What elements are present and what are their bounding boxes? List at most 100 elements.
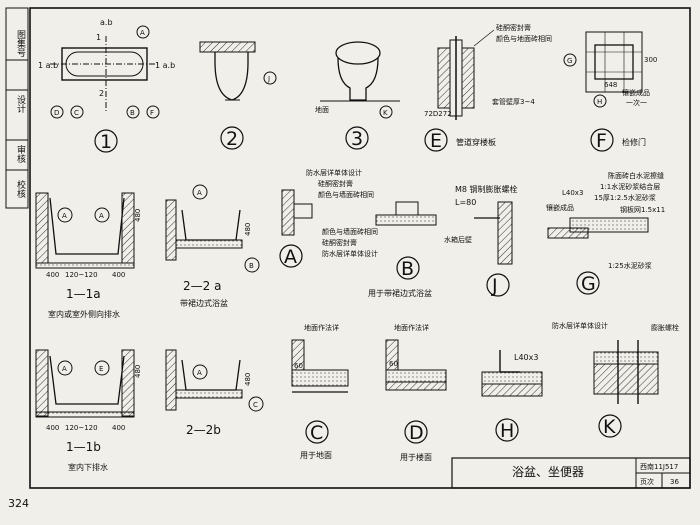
- sidebar-item-sheji: 设计: [15, 95, 26, 114]
- detail-b-caption: 用于带裙边式浴盆: [368, 288, 432, 298]
- sec1a-dim-h: 480: [134, 209, 142, 222]
- detail-h-note1: L40x3: [514, 353, 538, 362]
- section-1-1b: A E 480 400 120~120 400 1—1b 室内下排水: [35, 349, 142, 472]
- title-block-atlas: 西南11J517: [640, 462, 678, 471]
- sec2a-title: 2—2 a: [183, 279, 221, 293]
- fig1-dim-left: 1 a.b: [38, 61, 58, 70]
- detail-c-caption: 用于地面: [300, 450, 332, 460]
- detail-b-note3: 防水层详单体设计: [322, 249, 378, 258]
- sidebar-item-tujihao: 图集号: [15, 30, 26, 58]
- detail-c: 地面作法详 60 C 用于地面: [291, 323, 349, 460]
- detail-g-note3: 陈面砖白水泥擦缝: [608, 171, 664, 180]
- detail-j-note2: L=80: [455, 198, 476, 207]
- title-block-page-value: 36: [670, 478, 679, 486]
- sec2a-marker-a: A: [197, 189, 202, 197]
- fig1-marker-f: F: [150, 109, 154, 117]
- fig3-floor-label: 地面: [315, 105, 329, 114]
- sec2a-caption: 带裙边式浴盆: [180, 298, 228, 308]
- fig3-marker-k: K: [383, 109, 388, 117]
- figure-3-toilet-side: 地面 K 3: [315, 41, 400, 150]
- detail-h-letter: H: [500, 420, 514, 442]
- fig1-marker-c: C: [74, 109, 79, 117]
- figure-1-bathtub-plan: a.b 1 2 1 a.b 1 a.b A D C B F 1: [38, 18, 175, 153]
- sec1a-caption: 室内或室外侧向排水: [48, 309, 120, 319]
- sec1b-dim-h: 480: [134, 365, 142, 378]
- section-2-2b: A C 480 2—2b: [165, 349, 264, 437]
- sidebar-item-shenhe: 审核: [15, 144, 26, 164]
- detail-j-letter: J: [491, 275, 498, 297]
- detail-c-letter: C: [310, 422, 323, 444]
- sec2b-marker-a: A: [197, 369, 202, 377]
- fig1-marker-a: A: [140, 29, 145, 37]
- detail-g-letter: G: [581, 273, 596, 295]
- detail-k: 防水层详单体设计 膨胀螺栓 K: [552, 321, 679, 438]
- detail-g-note5: 15厚1:2.5水泥砂浆: [594, 193, 656, 202]
- fig2-number: 2: [226, 128, 238, 150]
- fig1-dim-2: 2: [99, 89, 104, 98]
- sec1b-dim-right: 400: [112, 424, 125, 432]
- fig1-dim-ab: a.b: [100, 18, 113, 27]
- detail-e-note3: 套管壁厚3~4: [492, 97, 535, 106]
- detail-f-dim2: 648: [604, 81, 617, 89]
- figure-2-toilet: J 2: [199, 41, 277, 150]
- fig1-dim-1: 1: [96, 33, 101, 42]
- detail-e-pipe-through-slab: 硅酮密封膏 颜色与地面砖相同 套管壁厚3~4 72D272 E 管道穿楼板: [424, 23, 552, 152]
- detail-a: 防水层详单体设计 硅酮密封膏 颜色与墙面砖相同 A: [279, 168, 374, 268]
- detail-d-letter: D: [409, 422, 424, 444]
- sidebar: 校核 审核 设计 图集号: [5, 7, 29, 209]
- sec2b-marker-c: C: [253, 401, 258, 409]
- detail-b-letter: B: [401, 258, 414, 280]
- detail-b: 颜色与墙面砖相同 硅酮密封膏 防水层详单体设计 B 用于带裙边式浴盆: [322, 201, 437, 298]
- detail-k-note2: 膨胀螺栓: [651, 323, 679, 332]
- sec1a-marker-a2: A: [99, 212, 104, 220]
- sec1a-dim-right: 400: [112, 271, 125, 279]
- detail-e-letter: E: [430, 130, 442, 152]
- title-block-page-label: 页次: [640, 477, 654, 486]
- detail-f-caption: 检修门: [622, 137, 646, 147]
- detail-d-caption: 用于楼面: [400, 452, 432, 462]
- title-block-title: 浴盆、坐便器: [512, 465, 584, 479]
- fig2-marker-j: J: [267, 75, 270, 83]
- detail-k-letter: K: [603, 416, 616, 438]
- sec1a-dim-mid: 120~120: [65, 271, 98, 279]
- sec1b-dim-mid: 120~120: [65, 424, 98, 432]
- sec2a-dim-h: 480: [244, 223, 252, 236]
- fig1-number: 1: [100, 131, 112, 153]
- detail-f-marker-g: G: [567, 57, 572, 65]
- fig1-marker-d: D: [54, 109, 59, 117]
- detail-b-note1: 颜色与墙面砖相同: [322, 227, 378, 236]
- detail-d-dim: 60: [389, 360, 398, 368]
- sec2b-title: 2—2b: [186, 423, 221, 437]
- fig3-number: 3: [351, 128, 363, 150]
- detail-b-note2: 硅酮密封膏: [322, 238, 357, 247]
- title-block: 浴盆、坐便器 西南11J517 页次 36: [451, 457, 691, 489]
- sec1b-caption: 室内下排水: [68, 462, 108, 472]
- sec1b-marker-e: E: [99, 365, 103, 373]
- sec1a-dim-left: 400: [46, 271, 59, 279]
- detail-e-dim: 72D272: [424, 110, 452, 118]
- sidebar-item-jiaohe: 校核: [15, 179, 26, 199]
- detail-k-note1: 防水层详单体设计: [552, 321, 608, 330]
- sec1a-marker-a1: A: [62, 212, 67, 220]
- detail-j: M8 钢制膨胀螺栓 L=80 水箱后壁 J: [444, 184, 518, 297]
- detail-f-note1: 镶嵌成品: [622, 88, 650, 97]
- detail-d: 地面作法详 60 D 用于楼面: [385, 323, 447, 462]
- detail-g-note1: L40x3: [562, 189, 583, 197]
- detail-f-note2: 一次一: [626, 98, 647, 107]
- page-number: 324: [8, 497, 29, 510]
- fig1-dim-right: 1 a.b: [155, 61, 175, 70]
- detail-a-note1: 防水层详单体设计: [306, 168, 362, 177]
- detail-g-note6: 钢板网1.5x11: [620, 205, 665, 214]
- sec2a-marker-b: B: [249, 262, 254, 270]
- sec1b-dim-left: 400: [46, 424, 59, 432]
- detail-f-marker-h: H: [597, 98, 602, 106]
- detail-j-note1: M8 钢制膨胀螺栓: [455, 184, 518, 194]
- sheet-frame: [29, 7, 691, 489]
- section-1-1a: A A 480 400 120~120 400 1—1a 室内或室外侧向排水: [35, 192, 142, 319]
- detail-e-caption: 管道穿楼板: [456, 137, 496, 147]
- detail-e-note2: 颜色与地面砖相同: [496, 34, 552, 43]
- detail-g-note4: 1:1水泥砂浆结合层: [600, 182, 660, 191]
- detail-g-note2: 镶嵌成品: [546, 203, 574, 212]
- section-2-2a: A B 480 2—2 a 带裙边式浴盆: [165, 184, 260, 308]
